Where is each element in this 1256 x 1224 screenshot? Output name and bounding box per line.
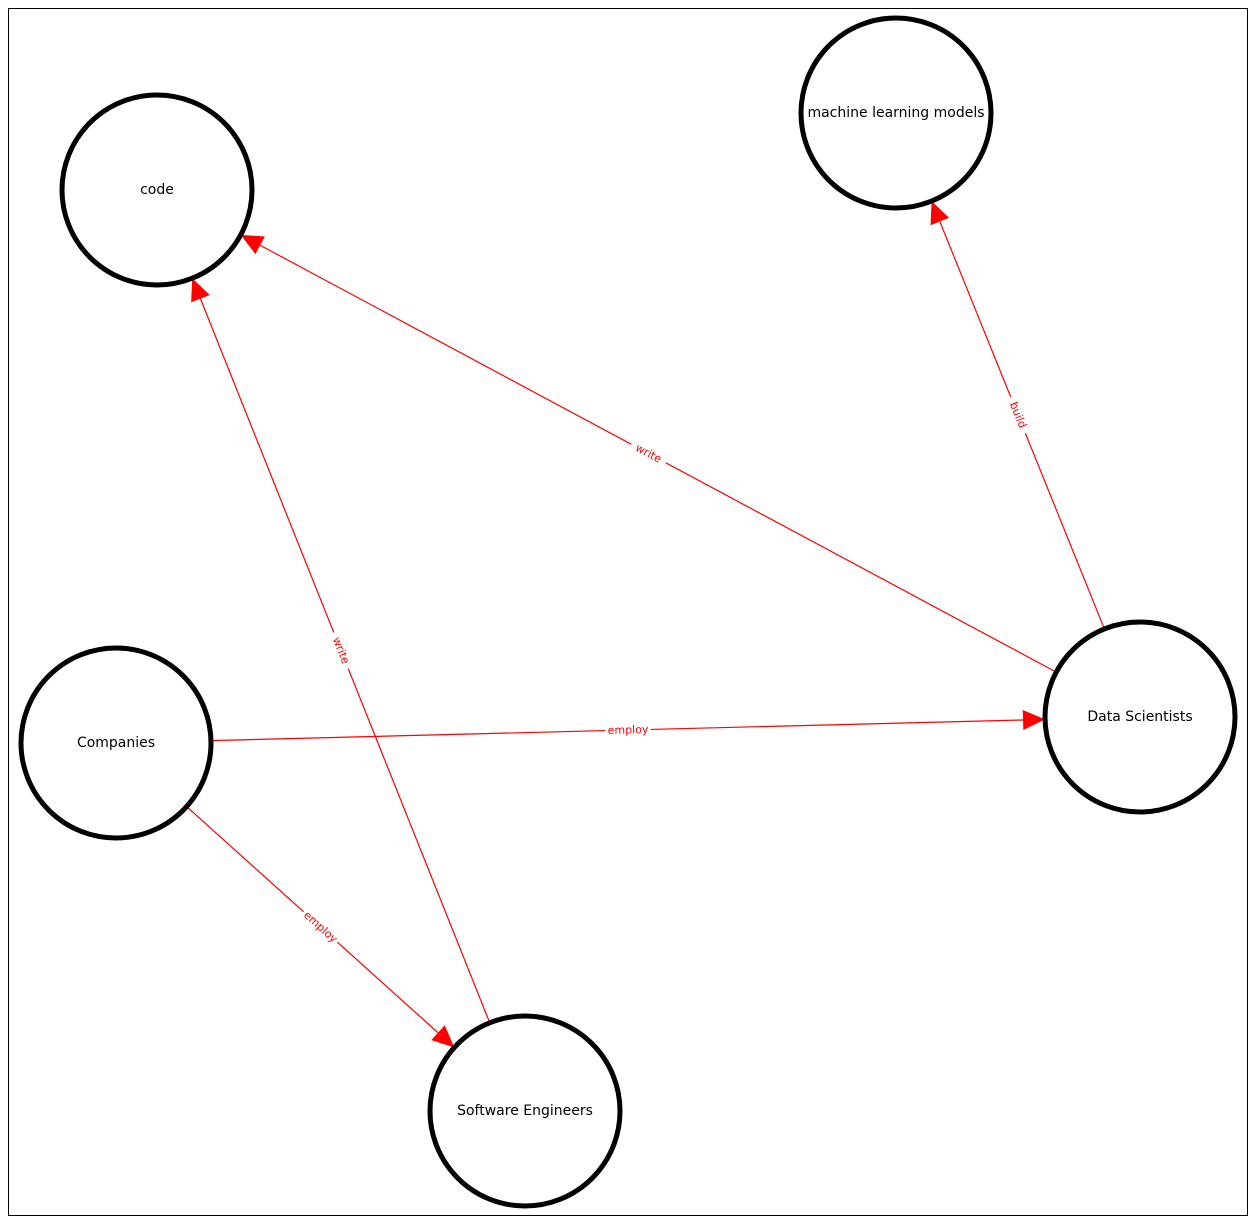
edge-label-bg xyxy=(605,722,651,738)
edge-label-bg xyxy=(298,906,343,948)
node-circle xyxy=(1042,619,1238,815)
arrowhead-icon xyxy=(1022,709,1046,730)
edge-label-bg xyxy=(628,438,669,469)
node-circle xyxy=(798,15,994,211)
node-label: Software Engineers xyxy=(457,1103,593,1119)
node-label: Companies xyxy=(77,735,155,751)
node-label: Data Scientists xyxy=(1087,709,1192,725)
edge-companies-ds: employ xyxy=(210,709,1046,742)
node-ml: machine learning models xyxy=(798,15,994,211)
arrowhead-icon xyxy=(431,1025,455,1048)
edge-label-bg xyxy=(1004,394,1032,436)
node-code: code xyxy=(59,92,255,288)
arrowhead-icon xyxy=(191,278,210,303)
node-circle xyxy=(18,645,214,841)
edge-ds-code: write xyxy=(240,234,1057,673)
node-circle xyxy=(427,1013,623,1209)
arrowhead-icon xyxy=(240,234,265,255)
edge-label-group: employ xyxy=(605,722,651,738)
edge-label-bg xyxy=(327,629,355,672)
arrowhead-icon xyxy=(930,201,950,226)
node-circle xyxy=(59,92,255,288)
node-companies: Companies xyxy=(18,645,214,841)
edge-se-code: write xyxy=(191,278,491,1024)
node-ds: Data Scientists xyxy=(1042,619,1238,815)
node-se: Software Engineers xyxy=(427,1013,623,1209)
edge-label: employ xyxy=(607,723,649,737)
node-label: code xyxy=(140,182,174,198)
node-label: machine learning models xyxy=(807,105,984,121)
